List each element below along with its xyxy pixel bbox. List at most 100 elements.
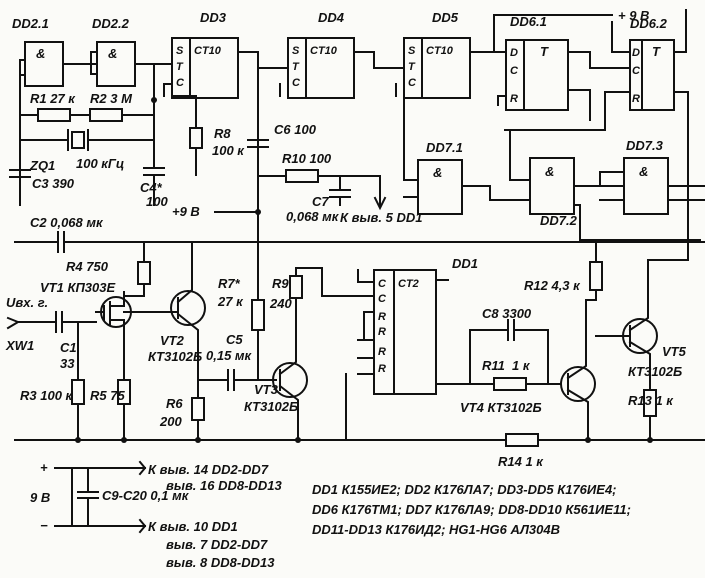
r8-value: 100 к (212, 143, 245, 158)
svg-text:C: C (632, 65, 641, 77)
svg-text:S: S (176, 45, 184, 57)
dd7-1-label: DD7.1 (426, 140, 463, 155)
dd1-label: DD1 (452, 256, 478, 271)
svg-text:R: R (378, 363, 386, 375)
vt2-label: VT2 (160, 333, 185, 348)
svg-text:C: C (378, 278, 387, 290)
svg-text:T: T (652, 44, 661, 59)
dd7-2-label: DD7.2 (540, 213, 578, 228)
svg-text:R: R (378, 311, 386, 323)
svg-text:C: C (292, 77, 301, 89)
dd2-2-label: DD2.2 (92, 16, 130, 31)
svg-text:&: & (433, 165, 442, 180)
r5-label: R5 75 (90, 388, 125, 403)
r6-value: 200 (159, 414, 182, 429)
vt3-type: КТ3102Б (244, 399, 298, 414)
ct10-label: CT10 (426, 45, 454, 57)
r7-value: 27 к (217, 294, 244, 309)
r11-value: 1 к (512, 358, 531, 373)
svg-text:S: S (408, 45, 416, 57)
dd5-counter: S T C CT10 DD5 (403, 10, 471, 99)
zq1-label: ZQ1 (29, 158, 55, 173)
power-p3: К выв. 10 DD1 (148, 519, 238, 534)
dd2-2-gate: & DD2.2 (92, 16, 136, 87)
svg-text:R: R (632, 93, 640, 105)
dd3-counter: S T C CT10 DD3 (171, 10, 239, 99)
vt2-transistor (170, 290, 206, 326)
r4-label: R4 750 (66, 259, 109, 274)
power-p4: выв. 7 DD2-DD7 (166, 537, 268, 552)
svg-text:T: T (540, 44, 549, 59)
and-symbol: & (108, 46, 117, 61)
svg-text:D: D (632, 47, 640, 59)
dd6-1-trigger: D C R T DD6.1 (505, 14, 569, 111)
vt3-label: VT3 (254, 382, 279, 397)
parts-list-line-1: DD1 К155ИЕ2; DD2 К176ЛА7; DD3-DD5 К176ИЕ… (312, 482, 617, 497)
r11-label: R11 (482, 358, 505, 373)
c1-value: 33 (60, 356, 75, 371)
power-p2: выв. 16 DD8-DD13 (166, 478, 282, 493)
vt1-label: VT1 КП303Е (40, 280, 115, 295)
dd7-1-gate: & DD7.1 (417, 140, 463, 215)
svg-text:R: R (378, 326, 386, 338)
svg-text:S: S (292, 45, 300, 57)
ct10-label: CT10 (194, 45, 222, 57)
dd2-1-gate: & DD2.1 (12, 16, 64, 87)
vt4-label: VT4 КТ3102Б (460, 400, 542, 415)
c2-label: C2 0,068 мк (30, 215, 104, 230)
c7-value: 0,068 мк (286, 209, 340, 224)
plus-sign: + (40, 460, 48, 475)
plus-9v: +9 В (172, 204, 200, 219)
vt4-transistor (560, 366, 596, 402)
r12-label: R12 4,3 к (524, 278, 581, 293)
svg-text:C: C (176, 77, 185, 89)
decoupling-caps: C9-C20 0,1 мк (102, 488, 190, 503)
r7-label: R7* (218, 276, 241, 291)
supply-volts: 9 В (30, 490, 50, 505)
zq1-freq: 100 кГц (76, 156, 124, 171)
minus-sign: − (40, 518, 48, 533)
c5-value: 0,15 мк (206, 348, 253, 363)
c4-label: C4* (140, 180, 163, 195)
c3-label: C3 390 (32, 176, 75, 191)
ct2-label: CT2 (398, 278, 419, 290)
r10-label: R10 100 (282, 151, 332, 166)
r9-label: R9 (272, 276, 289, 291)
svg-text:R: R (510, 93, 518, 105)
svg-text:C: C (510, 65, 519, 77)
dd6-2-label: DD6.2 (630, 16, 668, 31)
dd6-2-trigger: D C R T DD6.2 (629, 16, 675, 111)
vt2-type: КТ3102Б (148, 349, 202, 364)
r6-label: R6 (166, 396, 183, 411)
vt5-type: КТ3102Б (628, 364, 682, 379)
and-symbol: & (36, 46, 45, 61)
r1-label: R1 27 к (30, 91, 76, 106)
dd4-label: DD4 (318, 10, 345, 25)
svg-text:T: T (408, 61, 416, 73)
c7-label: C7 (312, 194, 329, 209)
vt5-label: VT5 (662, 344, 687, 359)
dd7-3-label: DD7.3 (626, 138, 664, 153)
r3-label: R3 100 к (20, 388, 74, 403)
dd7-3-gate: & DD7.3 (623, 138, 669, 215)
svg-text:D: D (510, 47, 518, 59)
c4-value: 100 (146, 194, 168, 209)
svg-text:R: R (378, 346, 386, 358)
power-p1: К выв. 14 DD2-DD7 (148, 462, 269, 477)
r2-label: R2 3 М (90, 91, 133, 106)
r9-value: 240 (269, 296, 292, 311)
c5-label: C5 (226, 332, 243, 347)
c1-label: C1 (60, 340, 77, 355)
svg-text:&: & (639, 164, 648, 179)
r14-label: R14 1 к (498, 454, 544, 469)
dd2-1-label: DD2.1 (12, 16, 49, 31)
dd3-label: DD3 (200, 10, 227, 25)
dd4-counter: S T C CT10 DD4 (287, 10, 355, 99)
xw1-label: XW1 (5, 338, 34, 353)
parts-list-line-2: DD6 К176ТМ1; DD7 К176ЛА9; DD8-DD10 К561И… (312, 502, 631, 517)
svg-text:T: T (176, 61, 184, 73)
dd6-1-label: DD6.1 (510, 14, 547, 29)
c8-label: C8 3300 (482, 306, 532, 321)
